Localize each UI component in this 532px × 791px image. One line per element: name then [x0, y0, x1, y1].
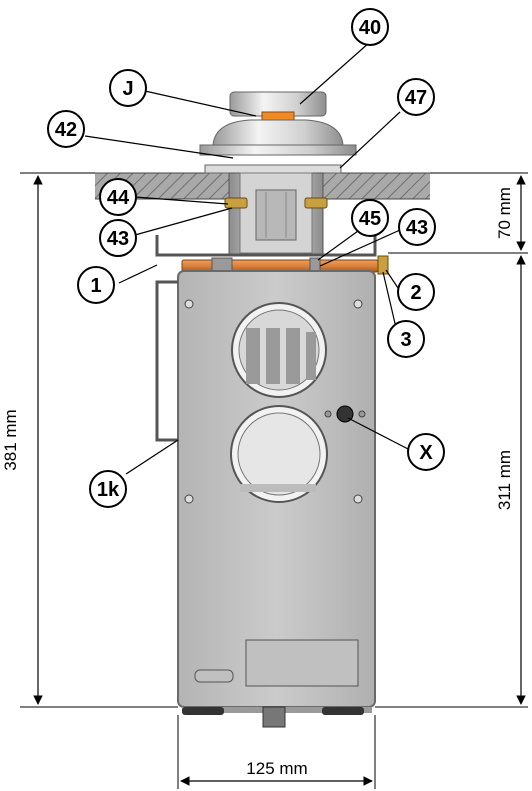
callout-x: X	[407, 433, 445, 471]
callout-label: 43	[107, 228, 129, 250]
callout-44: 44	[99, 178, 137, 216]
callout-label: 40	[359, 17, 381, 39]
callout-label: 42	[55, 119, 77, 141]
dim-unit-width: 125 mm	[246, 759, 307, 778]
mounting-bracket	[155, 235, 377, 257]
callout-2: 2	[397, 273, 435, 311]
callout-label: 1k	[97, 479, 120, 501]
callout-43-right: 43	[398, 208, 436, 246]
callout-1k: 1k	[89, 470, 127, 508]
dim-unit-height: 311 mm	[495, 450, 514, 510]
callout-label: J	[122, 78, 133, 100]
heater-body	[177, 270, 376, 728]
leader-lines	[84, 41, 411, 475]
callout-label: 43	[406, 217, 428, 239]
dimension-lines	[20, 172, 528, 789]
callout-label: 44	[107, 187, 130, 209]
callout-label: 45	[359, 208, 381, 230]
callout-label: 47	[405, 87, 427, 109]
callout-label: 3	[400, 329, 411, 351]
handle	[155, 280, 178, 442]
callout-1: 1	[77, 266, 115, 304]
dim-total-height: 381 mm	[1, 409, 20, 470]
roof-cap	[199, 91, 357, 174]
callout-label: 2	[410, 282, 421, 304]
callout-45: 45	[351, 199, 389, 237]
flue-pipe	[224, 172, 328, 256]
dim-ceiling-depth: 70 mm	[495, 187, 514, 239]
callout-j: J	[109, 69, 147, 107]
callout-label: 1	[90, 275, 101, 297]
callout-3: 3	[387, 320, 425, 358]
callout-43-left: 43	[99, 219, 137, 257]
callout-40: 40	[351, 8, 389, 46]
callout-42: 42	[47, 110, 85, 148]
callout-label: X	[419, 442, 433, 464]
callout-47: 47	[397, 78, 435, 116]
